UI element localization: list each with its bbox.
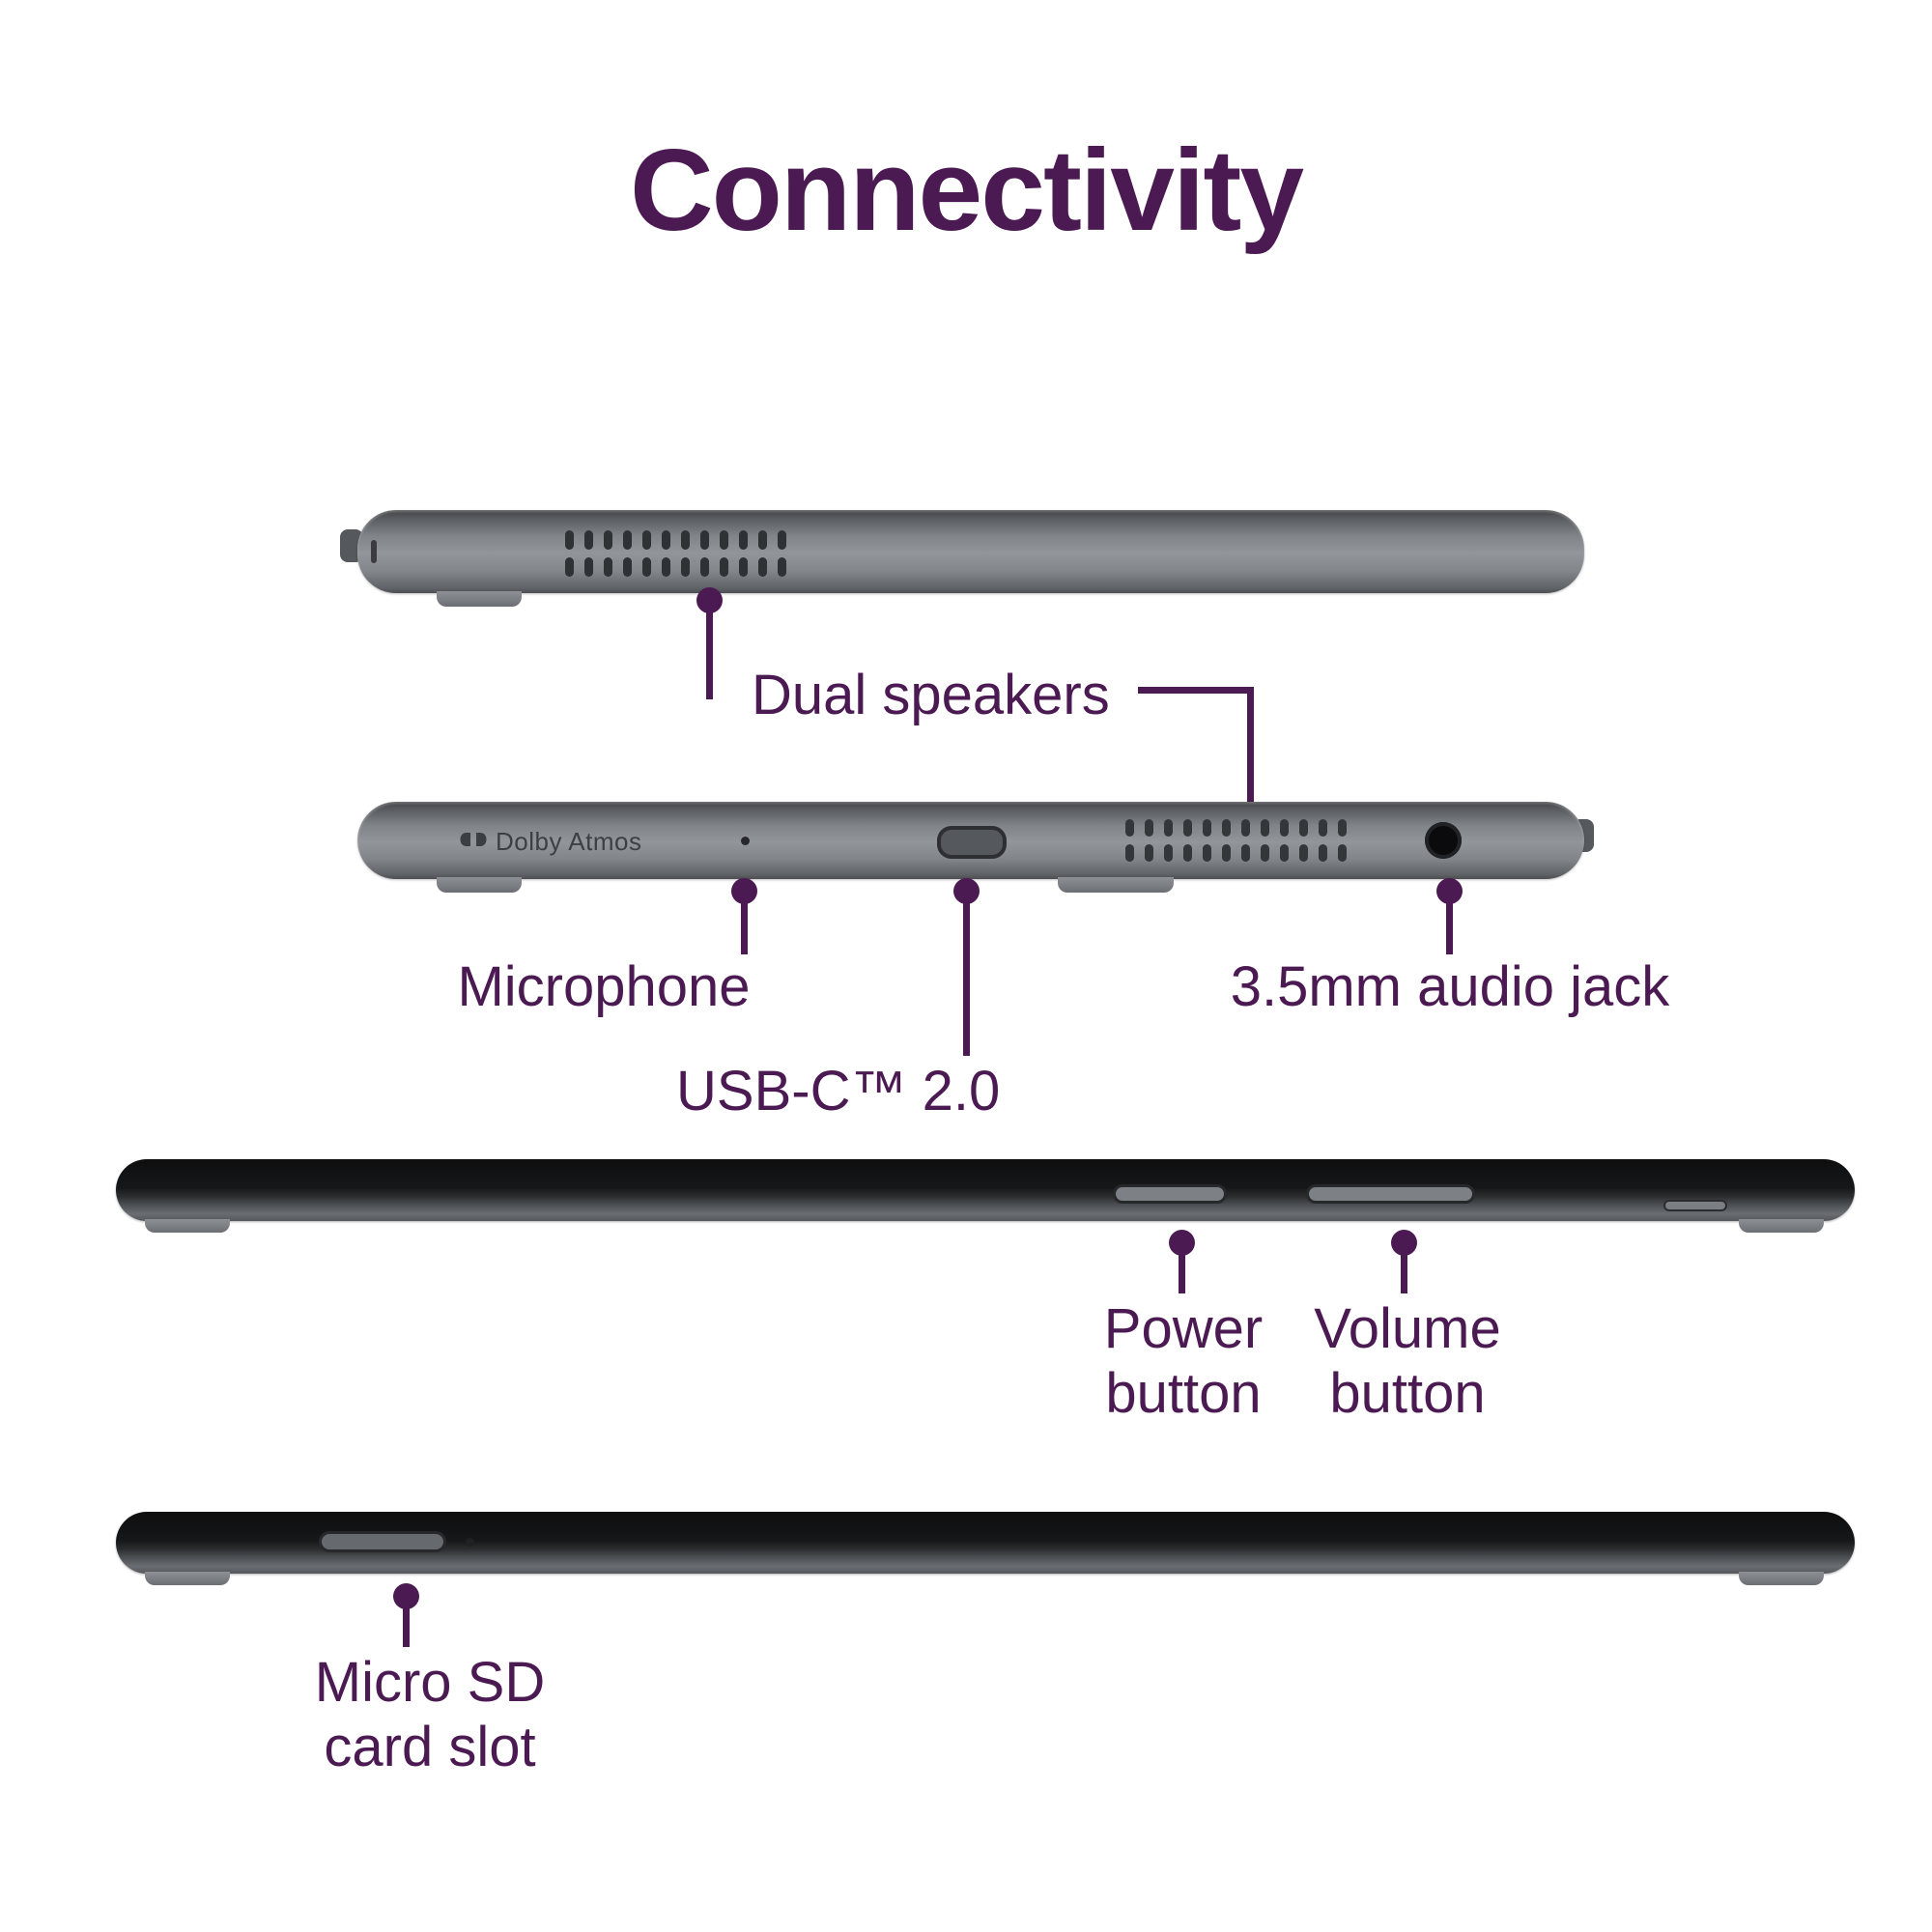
label-power-button: Power button xyxy=(1103,1297,1264,1426)
callout-dot xyxy=(953,878,980,904)
speaker-slot xyxy=(778,530,786,550)
sd-eject-pinhole xyxy=(466,1538,474,1547)
speaker-slot xyxy=(1280,819,1289,837)
speaker-grille xyxy=(1125,844,1347,862)
speaker-slot xyxy=(681,557,690,577)
callout-dot xyxy=(731,878,757,904)
speaker-slot xyxy=(1261,844,1269,862)
case-tab xyxy=(145,1219,230,1233)
speaker-slot xyxy=(1319,844,1327,862)
audio-jack-hole xyxy=(1425,822,1462,859)
speaker-slot xyxy=(1319,819,1327,837)
dolby-logo-icon xyxy=(459,831,488,853)
speaker-slot xyxy=(1203,819,1211,837)
speaker-slot xyxy=(1145,819,1153,837)
power-button-slot xyxy=(1113,1184,1227,1204)
callout-line xyxy=(963,901,970,1056)
speaker-slot xyxy=(1280,844,1289,862)
speaker-slot xyxy=(681,530,690,550)
callout-dot xyxy=(1436,878,1463,904)
speaker-slot xyxy=(662,530,670,550)
callout-line xyxy=(1247,687,1254,812)
speaker-slot xyxy=(584,530,593,550)
case-tab xyxy=(437,591,522,607)
tablet-edge-view-ports: Dolby Atmos xyxy=(357,802,1584,893)
tablet-edge-view-buttons xyxy=(116,1159,1855,1233)
callout-dot xyxy=(393,1583,419,1609)
speaker-slot xyxy=(623,557,632,577)
tablet-edge-view-sd-slot xyxy=(116,1512,1855,1585)
speaker-slot xyxy=(1164,844,1173,862)
speaker-slot xyxy=(1241,844,1250,862)
speaker-slot xyxy=(758,530,767,550)
callout-dot xyxy=(1169,1230,1195,1256)
callout-line xyxy=(741,901,748,954)
speaker-slot xyxy=(662,557,670,577)
speaker-slot xyxy=(565,557,574,577)
callout-line xyxy=(706,611,713,699)
label-micro-sd: Micro SD card slot xyxy=(314,1651,546,1779)
speaker-slot xyxy=(758,557,767,577)
speaker-slot xyxy=(739,557,748,577)
speaker-slot xyxy=(604,530,612,550)
speaker-grille xyxy=(565,530,786,550)
dolby-atmos-label: Dolby Atmos xyxy=(496,827,642,856)
micro-sd-slot xyxy=(319,1531,446,1552)
speaker-slot xyxy=(1338,819,1347,837)
edge-notch xyxy=(371,540,377,563)
label-usb-c: USB-C™ 2.0 xyxy=(676,1060,1001,1122)
speaker-slot xyxy=(604,557,612,577)
usb-c-port xyxy=(937,826,1007,859)
callout-line xyxy=(1138,687,1254,694)
speaker-grille xyxy=(565,557,786,577)
speaker-slot xyxy=(700,530,709,550)
speaker-slot xyxy=(1241,819,1250,837)
speaker-slot xyxy=(642,530,651,550)
speaker-slot xyxy=(1222,844,1231,862)
label-volume-button: Volume button xyxy=(1314,1297,1501,1426)
speaker-slot xyxy=(1183,844,1192,862)
callout-line xyxy=(1179,1253,1185,1293)
callout-dot xyxy=(1391,1230,1417,1256)
speaker-slot xyxy=(778,557,786,577)
edge-detail-slot xyxy=(1663,1200,1727,1211)
speaker-slot xyxy=(720,557,728,577)
speaker-slot xyxy=(1145,844,1153,862)
case-tab xyxy=(1058,877,1174,893)
dolby-atmos-branding: Dolby Atmos xyxy=(459,827,641,857)
speaker-slot xyxy=(1261,819,1269,837)
speaker-slot xyxy=(1125,844,1134,862)
callout-dot xyxy=(696,587,723,613)
speaker-grille xyxy=(1125,819,1347,837)
speaker-slot xyxy=(1183,819,1192,837)
speaker-slot xyxy=(1203,844,1211,862)
case-tab xyxy=(1739,1572,1824,1585)
speaker-slot xyxy=(720,530,728,550)
speaker-slot xyxy=(584,557,593,577)
callout-line xyxy=(1446,901,1453,954)
speaker-slot xyxy=(565,530,574,550)
label-dual-speakers: Dual speakers xyxy=(752,664,1110,726)
label-audio-jack: 3.5mm audio jack xyxy=(1230,955,1670,1018)
callout-line xyxy=(1401,1253,1407,1293)
speaker-slot xyxy=(739,530,748,550)
label-microphone: Microphone xyxy=(457,955,751,1018)
speaker-slot xyxy=(642,557,651,577)
speaker-slot xyxy=(623,530,632,550)
case-tab xyxy=(145,1572,230,1585)
speaker-slot xyxy=(700,557,709,577)
case-tab xyxy=(1739,1219,1824,1233)
speaker-slot xyxy=(1222,819,1231,837)
speaker-slot xyxy=(1299,844,1308,862)
speaker-slot xyxy=(1125,819,1134,837)
callout-line xyxy=(403,1606,410,1647)
speaker-slot xyxy=(1164,819,1173,837)
tablet-edge-view-speaker xyxy=(357,510,1584,607)
volume-button-slot xyxy=(1306,1184,1475,1204)
case-tab xyxy=(437,877,522,893)
speaker-slot xyxy=(1338,844,1347,862)
speaker-slot xyxy=(1299,819,1308,837)
microphone-hole xyxy=(741,837,750,845)
page-title: Connectivity xyxy=(629,126,1304,255)
